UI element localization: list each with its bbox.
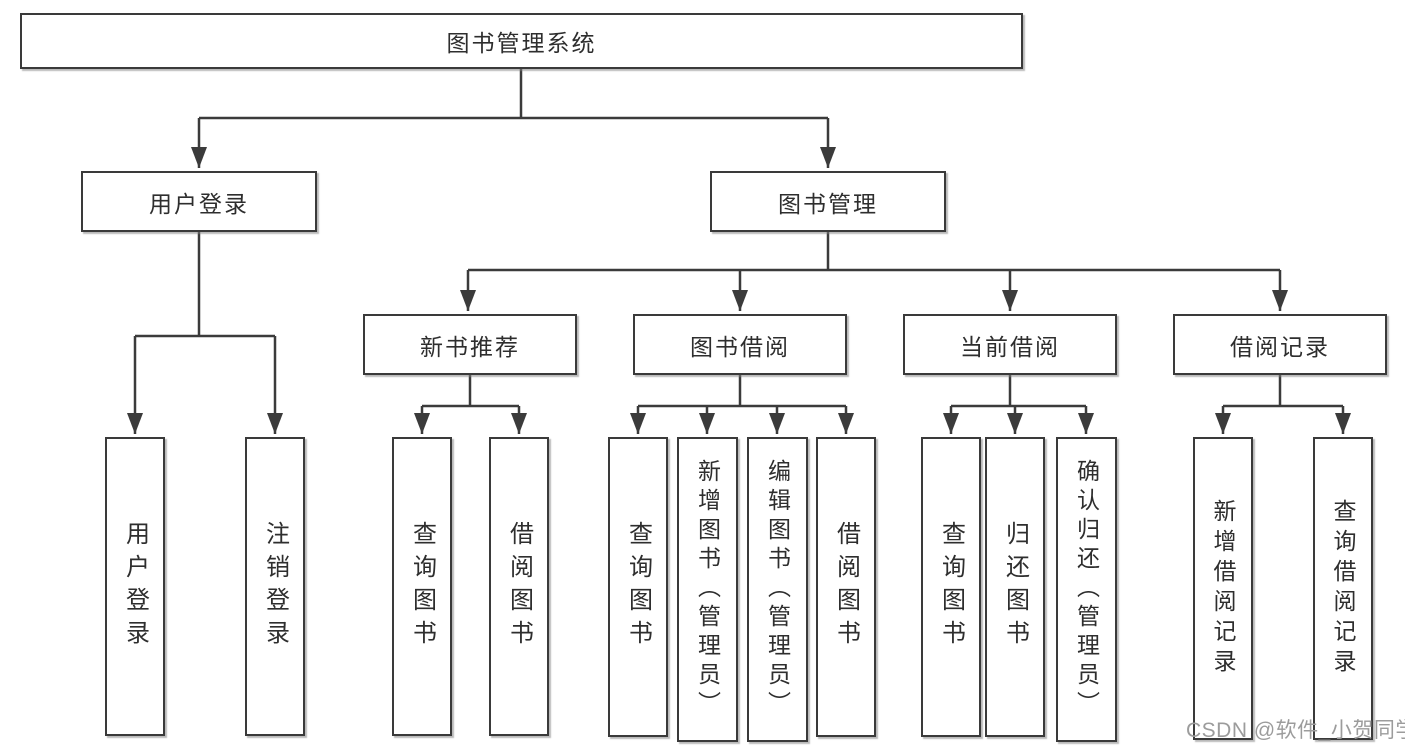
leaf-edit-books-admin: 编辑图书（管理员） [747, 437, 808, 742]
node-new-book-recommend: 新书推荐 [363, 314, 577, 375]
leaf-return-books: 归还图书 [985, 437, 1045, 737]
leaf-query-books-borrow: 查询图书 [608, 437, 668, 737]
leaf-user-login: 用户登录 [105, 437, 165, 736]
leaf-add-books-admin: 新增图书（管理员） [677, 437, 738, 742]
node-library-system: 图书管理系统 [20, 13, 1023, 69]
leaf-query-books-recommend: 查询图书 [392, 437, 452, 736]
node-current-borrow: 当前借阅 [903, 314, 1117, 375]
node-book-management: 图书管理 [710, 171, 946, 232]
csdn-watermark: CSDN @软件_小贺同学 [1186, 719, 1405, 742]
leaf-query-borrow-record: 查询借阅记录 [1313, 437, 1373, 740]
leaf-borrow-books: 借阅图书 [816, 437, 876, 737]
node-user-login: 用户登录 [81, 171, 317, 232]
leaf-logout: 注销登录 [245, 437, 305, 736]
leaf-confirm-return-admin: 确认归还（管理员） [1056, 437, 1117, 742]
node-borrow-records: 借阅记录 [1173, 314, 1387, 375]
leaf-add-borrow-record: 新增借阅记录 [1193, 437, 1253, 740]
leaf-query-books-current: 查询图书 [921, 437, 981, 737]
leaf-borrow-books-recommend: 借阅图书 [489, 437, 549, 736]
node-book-borrow: 图书借阅 [633, 314, 847, 375]
